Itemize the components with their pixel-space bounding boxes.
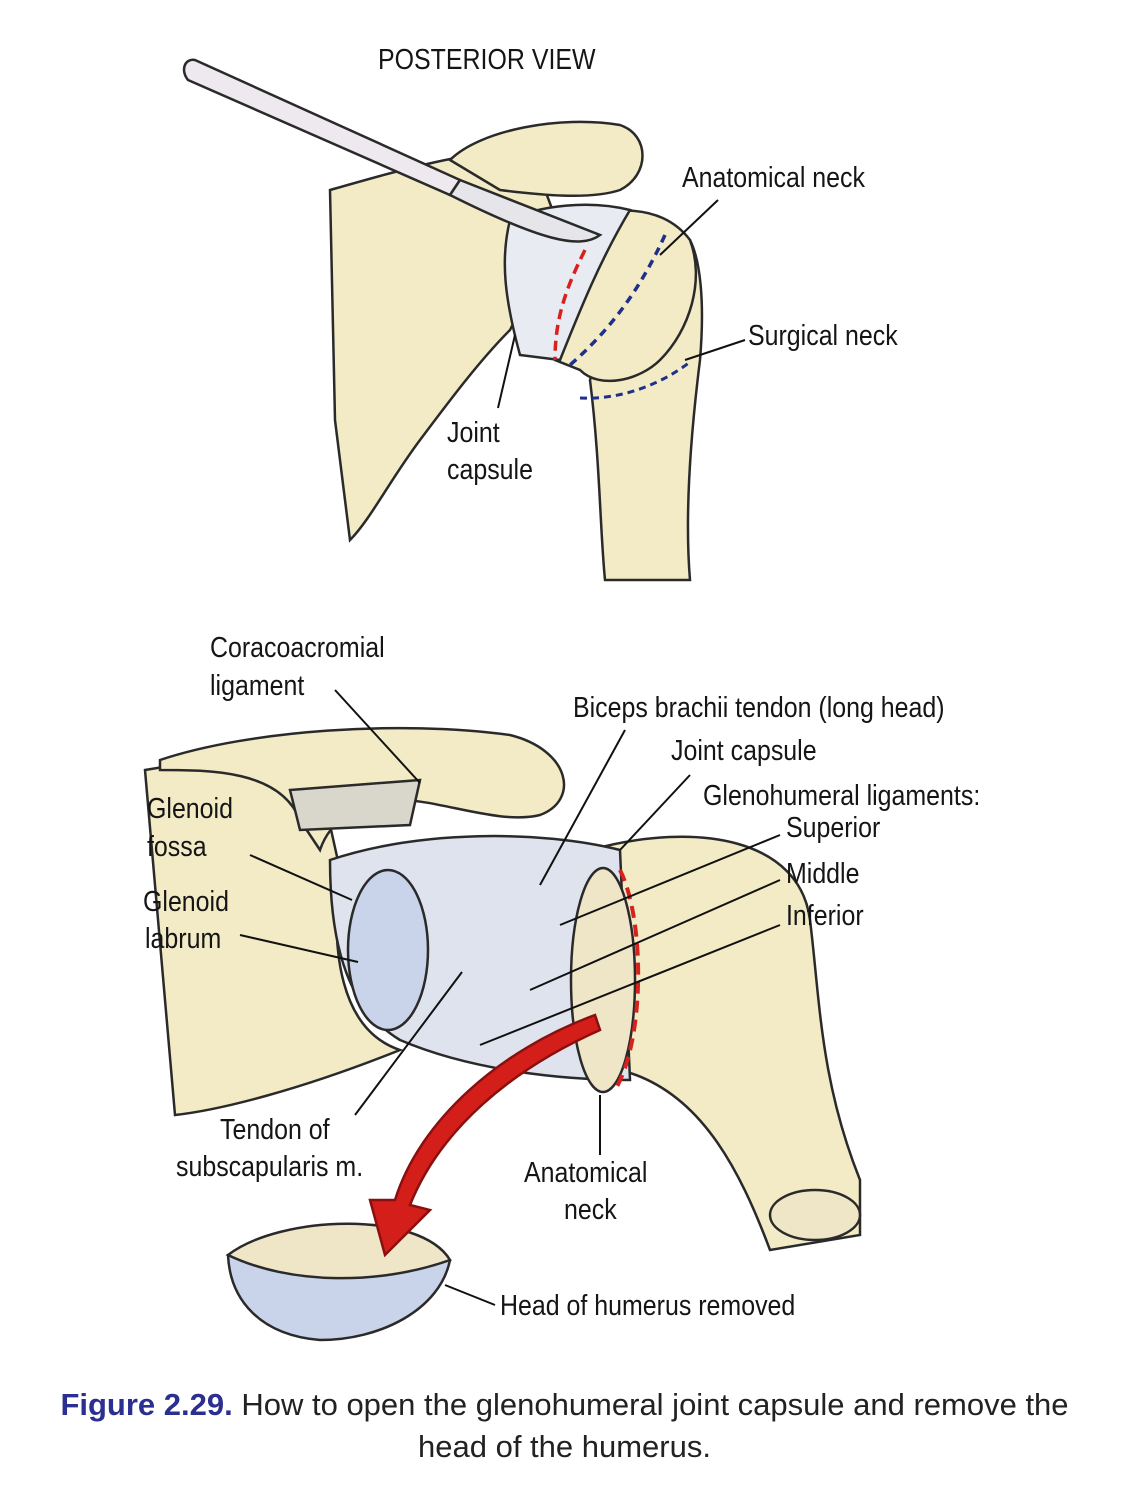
bottom-leader-lines (239, 689, 781, 1306)
label-inferior: Inferior (786, 900, 864, 932)
label-glenohumeral-ligaments: Glenohumeral ligaments: (703, 780, 981, 812)
scalpel-handle (182, 58, 462, 197)
anatomical-neck-line (568, 234, 667, 367)
dissection-drawing (143, 726, 862, 1342)
label-anatomical-neck-bottom-2: neck (564, 1194, 617, 1226)
incision-red (553, 249, 587, 361)
top-leader-lines (497, 199, 746, 409)
humeral-neck-cut (569, 866, 637, 1094)
posterior-view-title: POSTERIOR VIEW (378, 44, 596, 76)
shaft-cut (768, 1188, 862, 1242)
label-subscapularis-1: Tendon of (220, 1114, 330, 1146)
label-middle: Middle (786, 858, 860, 890)
label-glenoid-fossa-2: fossa (147, 831, 207, 863)
label-glenoid-labrum-1: Glenoid (143, 886, 229, 918)
label-head-removed: Head of humerus removed (500, 1290, 796, 1322)
label-coracoacromial-1: Coracoacromial (210, 632, 385, 664)
label-coracoacromial-2: ligament (210, 670, 305, 702)
label-joint-capsule-top-2: capsule (447, 454, 533, 486)
anatomical-neck-red (613, 869, 641, 1092)
figure-number: Figure 2.29. (60, 1387, 233, 1422)
caption-text-1: How to open the glenohumeral joint capsu… (232, 1387, 1069, 1422)
label-anatomical-neck-top: Anatomical neck (682, 162, 865, 194)
joint-capsule (503, 203, 632, 362)
glenoid-fossa (346, 868, 430, 1032)
posterior-view-drawing (182, 58, 704, 582)
scalpel-blade (448, 178, 603, 243)
label-biceps-tendon: Biceps brachii tendon (long head) (573, 692, 945, 724)
label-glenoid-fossa-1: Glenoid (147, 793, 233, 825)
label-joint-capsule-top-1: Joint (447, 417, 500, 449)
label-superior: Superior (786, 812, 881, 844)
label-joint-capsule: Joint capsule (671, 735, 817, 767)
figure-caption-line1: Figure 2.29. How to open the glenohumera… (0, 1384, 1129, 1426)
label-subscapularis-2: subscapularis m. (176, 1151, 364, 1183)
label-anatomical-neck-bottom-1: Anatomical (524, 1157, 648, 1189)
figure-caption-line2: head of the humerus. (418, 1429, 711, 1464)
scapula (328, 148, 562, 543)
acromion (447, 120, 644, 198)
label-glenoid-labrum-2: labrum (145, 923, 222, 955)
surgical-neck-line (579, 360, 691, 400)
humerus-lower (588, 835, 862, 1252)
label-surgical-neck: Surgical neck (748, 320, 898, 352)
coracoacromial-ligament (288, 778, 422, 832)
removal-arrow (368, 1013, 602, 1258)
